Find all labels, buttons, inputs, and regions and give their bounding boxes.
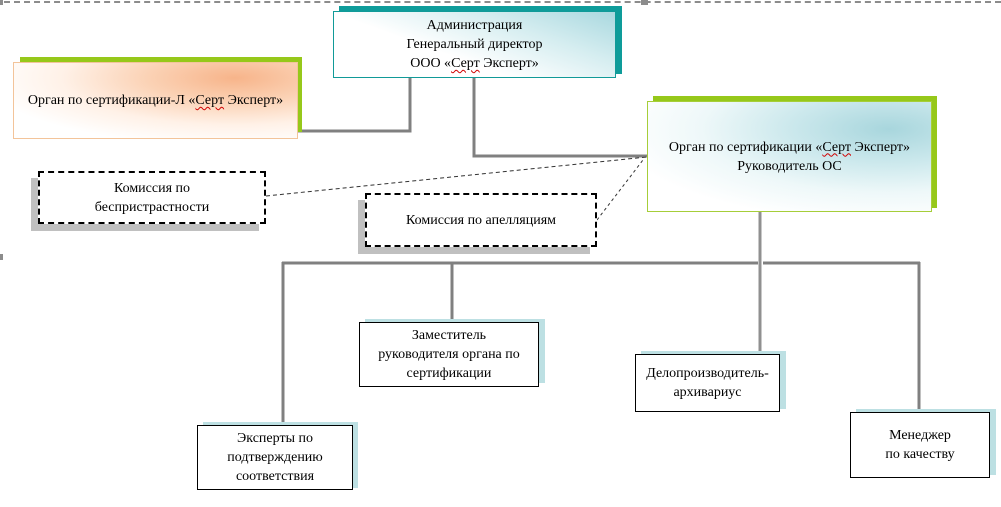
dashed-connector-appeals [596,159,644,221]
node-appeals-commission[interactable]: Комиссия по апелляциям [365,193,597,247]
node-impartiality-commission[interactable]: Комиссия по беспристрастности [38,171,266,224]
admin-line-3-prefix: ООО « [410,56,452,71]
manager-line-1: Менеджер [889,428,951,443]
admin-line-3-suffix: Эксперт» [479,56,539,71]
node-clerk-archivist[interactable]: Делопроизводитель- архивариус [635,354,780,412]
spellcheck-marked-word: Серт [451,56,480,71]
org-body-line-1: Орган по сертификации «Серт Эксперт» [669,138,910,157]
impartiality-line-2: беспристрастности [94,199,210,215]
node-certification-body-lab[interactable]: Орган по сертификации-Л «Серт Эксперт» [13,62,298,139]
org-body-line-2: Руководитель ОС [737,158,842,174]
deputy-line-3: сертификации [406,366,492,381]
page-corner-marker [0,0,3,5]
impartiality-line-1: Комиссия по [113,180,191,196]
node-quality-manager[interactable]: Менеджер по качеству [850,412,990,478]
node-administration[interactable]: Администрация Генеральный директор ООО «… [333,11,616,78]
connector-admin-orgbody [472,78,647,158]
experts-line-2: подтверждению [227,450,323,465]
org-body-suffix: Эксперт» [851,139,911,155]
deputy-line-2: руководителя органа по [378,347,520,362]
archivist-line-1: Делопроизводитель- [646,366,769,381]
dashed-connector-impartiality [265,156,648,197]
deputy-line-1: Заместитель [411,328,487,343]
admin-line-1: Администрация [426,18,523,33]
org-body-prefix: Орган по сертификации « [668,139,823,155]
page-boundary-line [4,1,1001,3]
admin-line-3: ООО «Серт Эксперт» [407,54,543,73]
archivist-line-2: архивариус [673,385,742,400]
spellcheck-marked-word: Серт [195,93,225,108]
node-deputy-head[interactable]: Заместитель руководителя органа по серти… [359,322,539,387]
experts-line-1: Эксперты по [237,431,313,446]
spellcheck-marked-word: Серт [822,139,851,155]
page-margin-marker [641,0,648,5]
org-lab-label: Орган по сертификации-Л «Серт Эксперт» [28,91,283,110]
node-certification-body[interactable]: Орган по сертификации «Серт Эксперт» Рук… [647,101,932,212]
page-margin-marker [0,254,3,260]
admin-line-2: Генеральный директор [406,37,543,52]
manager-line-2: по качеству [885,447,955,462]
org-lab-suffix: Эксперт» [224,93,284,108]
appeals-line-1: Комиссия по апелляциям [405,212,556,228]
experts-line-3: соответствия [235,469,315,484]
connector-admin-orglab [298,78,412,133]
node-experts[interactable]: Эксперты по подтверждению соответствия [197,425,353,490]
org-lab-prefix: Орган по сертификации-Л « [27,93,196,108]
